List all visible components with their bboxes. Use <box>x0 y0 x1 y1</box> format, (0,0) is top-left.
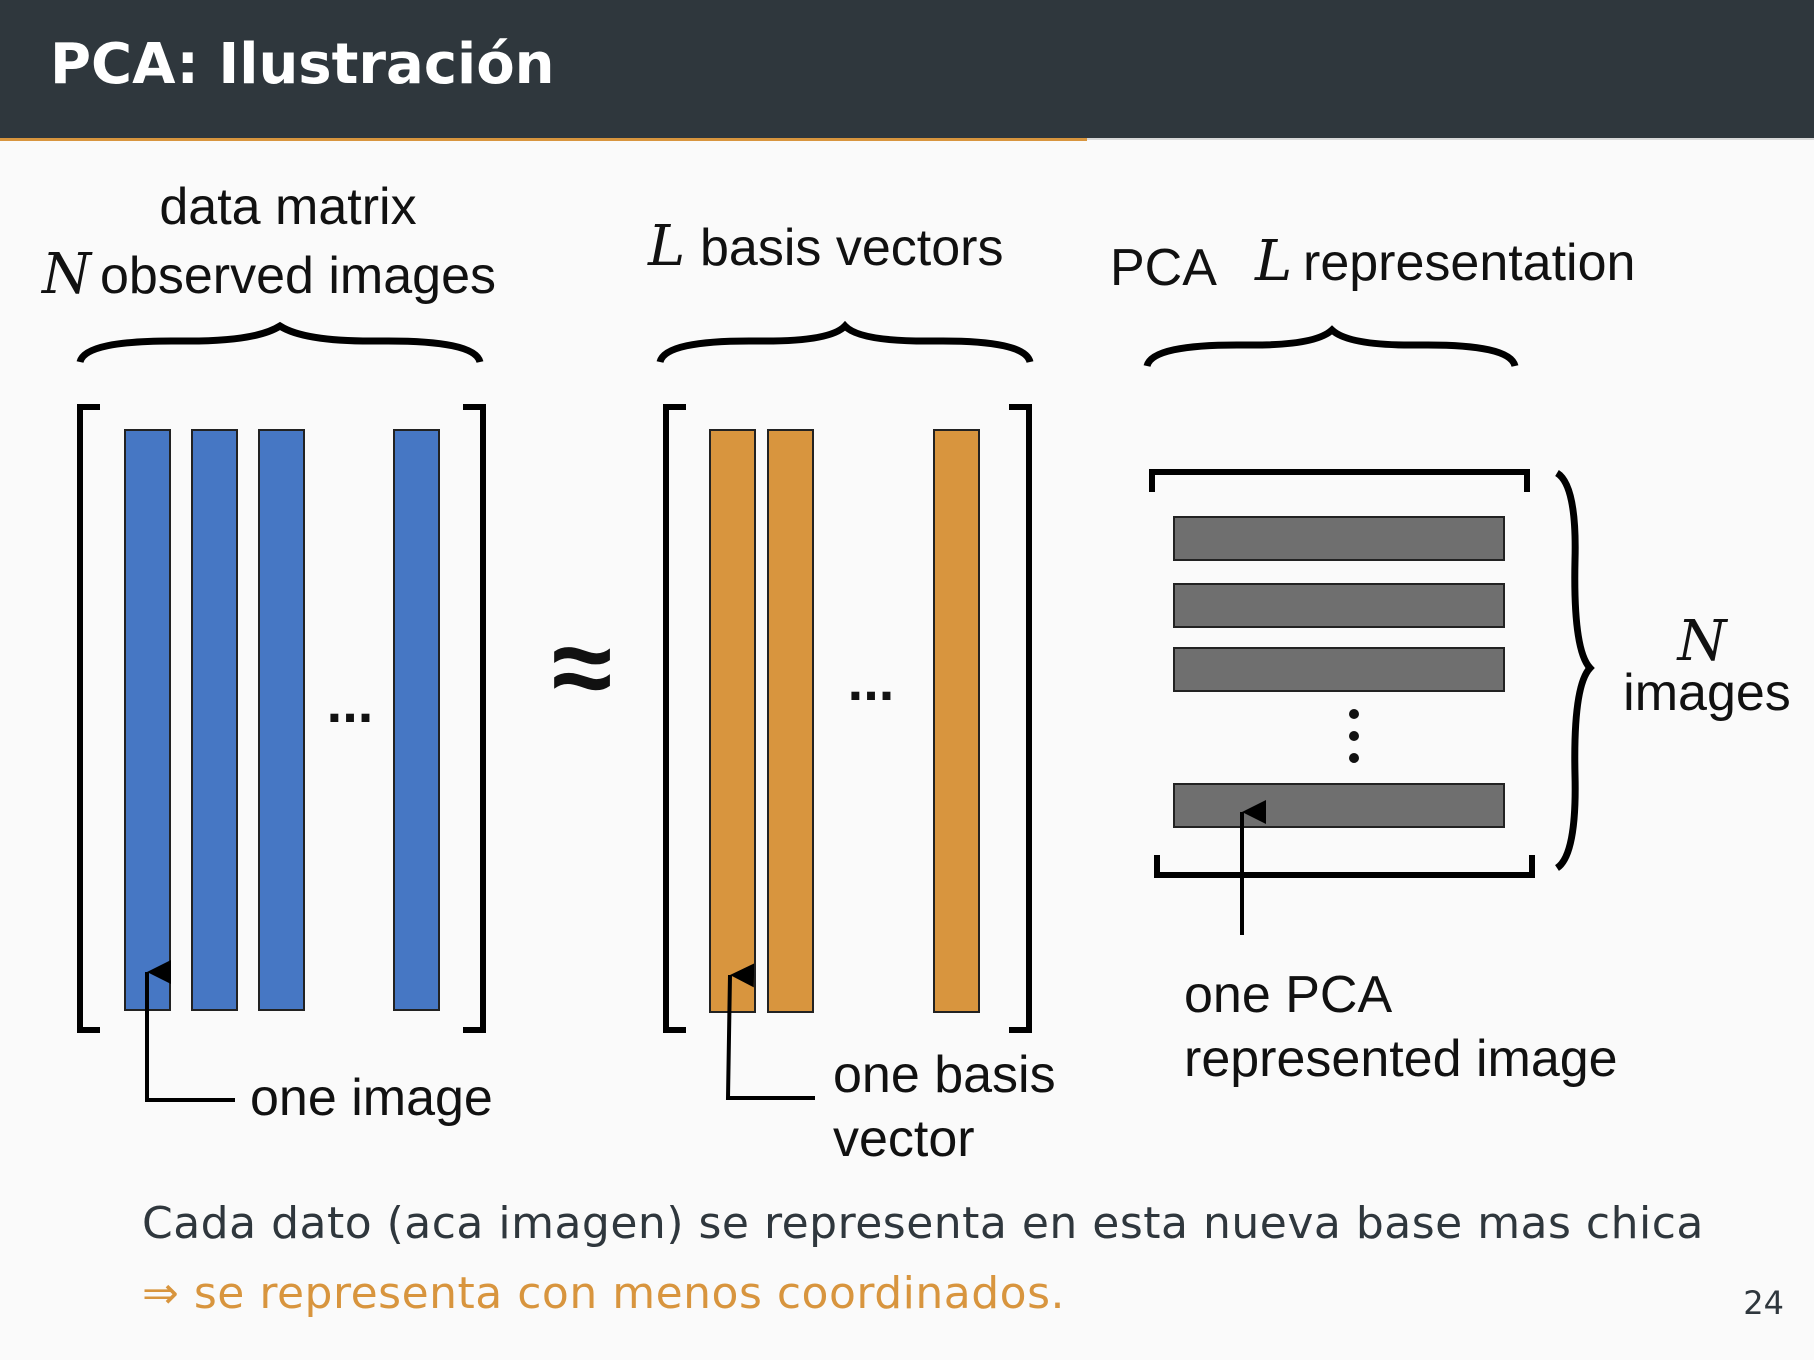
image-column <box>124 429 171 1011</box>
one-basis-label-line2: vector <box>833 1110 975 1168</box>
data-matrix-n-var: N <box>40 242 93 307</box>
one-image-arrow <box>145 960 235 1102</box>
images-side-label: images <box>1623 664 1791 722</box>
representation-vertical-ellipsis <box>1349 709 1359 763</box>
representation-prefix: PCA <box>1110 239 1217 297</box>
representation-label: representation <box>1303 234 1635 292</box>
slide-header: PCA: Ilustración <box>0 0 1814 138</box>
one-pca-label-line1: one PCA <box>1184 966 1392 1024</box>
header-divider <box>1087 138 1814 140</box>
images-side-brace <box>1554 470 1595 871</box>
data-matrix-left-bracket <box>77 404 100 1033</box>
basis-l-var: L <box>647 214 685 279</box>
one-basis-arrow <box>725 963 815 1100</box>
basis-right-bracket <box>1009 404 1032 1033</box>
images-n-var: N <box>1676 609 1729 674</box>
basis-column <box>933 429 980 1013</box>
basis-column <box>767 429 814 1013</box>
basis-column <box>709 429 756 1013</box>
representation-l-var: L <box>1254 229 1292 294</box>
pca-row <box>1173 647 1505 692</box>
basis-brace <box>656 320 1034 364</box>
one-basis-label-line1: one basis <box>833 1046 1056 1104</box>
approx-symbol: ≈ <box>552 606 612 729</box>
representation-brace <box>1143 325 1519 368</box>
pca-row <box>1173 516 1505 561</box>
one-image-label: one image <box>250 1069 493 1127</box>
slide-title: PCA: Ilustración <box>50 32 555 97</box>
data-matrix-brace <box>76 321 484 364</box>
image-column <box>191 429 238 1011</box>
data-matrix-sublabel: observed images <box>100 247 496 305</box>
one-pca-label-line2: represented image <box>1184 1030 1618 1088</box>
basis-ellipsis: ... <box>848 649 895 712</box>
data-matrix-ellipsis: ... <box>327 671 374 734</box>
representation-top-bracket <box>1149 469 1530 492</box>
representation-bottom-bracket <box>1154 855 1535 878</box>
image-column <box>258 429 305 1011</box>
body-line-2: ⇒ se representa con menos coordinados. <box>142 1268 1065 1319</box>
basis-label: basis vectors <box>700 219 1003 277</box>
body-line-1: Cada dato (aca imagen) se representa en … <box>142 1198 1704 1249</box>
data-matrix-right-bracket <box>463 404 486 1033</box>
image-column <box>393 429 440 1011</box>
data-matrix-label: data matrix <box>159 178 416 236</box>
pca-row <box>1173 583 1505 628</box>
header-accent-bar <box>0 138 1087 141</box>
page-number: 24 <box>1743 1284 1784 1322</box>
basis-left-bracket <box>663 404 686 1033</box>
pca-row <box>1173 783 1505 828</box>
